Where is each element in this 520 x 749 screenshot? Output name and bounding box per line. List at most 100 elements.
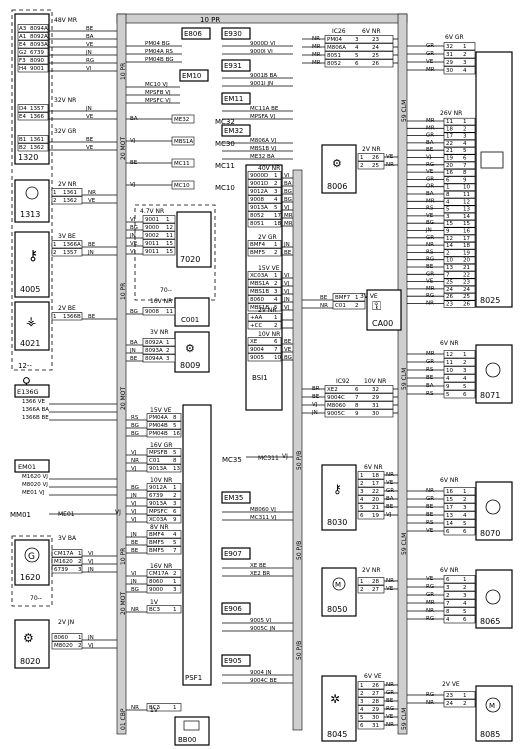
ground-pin: MC11 [174,161,190,167]
pin-cell [146,546,182,555]
component-id: 4021 [20,339,40,348]
pin-number: 1 [274,173,278,179]
wire-number: PM04B [149,431,168,437]
component-id: 8025 [480,296,500,305]
wire-color: VI [86,66,92,72]
pin-cell [51,196,83,205]
wire-color: VJ [284,289,290,295]
ground-id: MC32 [215,118,235,126]
wire-number: MPSFA VJ [250,114,275,120]
fan-icon: ✲ [330,692,340,706]
wire-number: 13 [446,513,453,519]
wire-number: 1366B BE [22,415,49,421]
pin-number: 5 [463,384,467,390]
wire-color: JN [130,493,137,499]
pin-number: 17 [274,213,281,219]
pin-cell [142,354,176,363]
wire-number: M8020 VJ [22,482,48,488]
wire-number: 9001 [145,217,159,223]
pin-cell [443,212,476,221]
wire-color: RS [131,415,139,421]
pin-number: 1 [78,551,82,557]
ground-pin: ME32 [174,117,189,123]
wire-row: 1 BC3 NR [126,605,182,614]
wire-color: BG [131,431,139,437]
component-id: PSF1 [185,674,202,682]
pin-number: B2 [19,145,26,151]
pin-number: F3 [19,58,26,64]
component-8030 [321,464,357,531]
pin-number: 7 [274,347,278,353]
mid-bus [292,169,303,731]
wire-number: 6739 [54,567,68,573]
group-1620-frame [11,535,53,607]
pin-number: 2 [274,181,278,187]
conn-title: 2V VE [442,681,460,688]
pin-number: 6 [463,617,467,623]
wire-color: BG [130,309,138,315]
pin-number: 23 [372,37,379,43]
wire-number: 12 [446,236,453,242]
pin-cell [17,64,49,73]
pin-cell [443,139,476,148]
wire-color: VJ [88,559,94,565]
conn-title: 48V MR [54,17,77,24]
conn-title: 6V GR [445,34,464,41]
wire-number: BC3 [149,607,161,613]
pin-number: 1 [173,607,177,613]
conn-title: 10V NR [364,378,386,385]
wire-number: 20 [446,163,453,169]
wire-color: NR [131,607,139,613]
ground-id: MC35 [222,456,242,464]
component-id: 1320 [18,153,38,162]
conn-title: 32V NR [54,97,76,104]
splice-em32 [221,124,251,137]
wire-number: ME01 VJ [22,490,45,496]
wire-row: M1620 VJ [22,474,117,480]
wire-number: 8093A [145,348,163,354]
pin-cell [146,577,182,586]
pin-number: 3 [463,368,467,374]
pin-number: 1 [166,340,170,346]
wire-number: 9008 [145,309,159,315]
wire-color: BG [131,423,139,429]
wire-number: PM04 [327,37,343,43]
pin-cell [146,515,182,524]
pin-cell [332,293,366,302]
conn-title: 4.7V NR [140,208,164,215]
pin-number: B1 [19,137,26,143]
pin-number: 1 [463,119,467,125]
bus-label: 50 P/B [296,451,303,470]
splice-em35 [221,491,251,504]
wire-color: BA [130,340,138,346]
pin-cell [443,271,476,279]
wire-number: 2 [446,593,450,599]
pin-number: 6 [173,509,177,515]
pin-number: 14 [463,214,470,220]
wire-number: 28 [372,699,379,705]
pin-cell [247,179,282,188]
wire-number: 3 [446,214,450,220]
wire-row: 9001I JN [222,81,293,87]
wire-number: MPSFC [149,509,168,515]
pin-number: 6 [360,723,364,729]
